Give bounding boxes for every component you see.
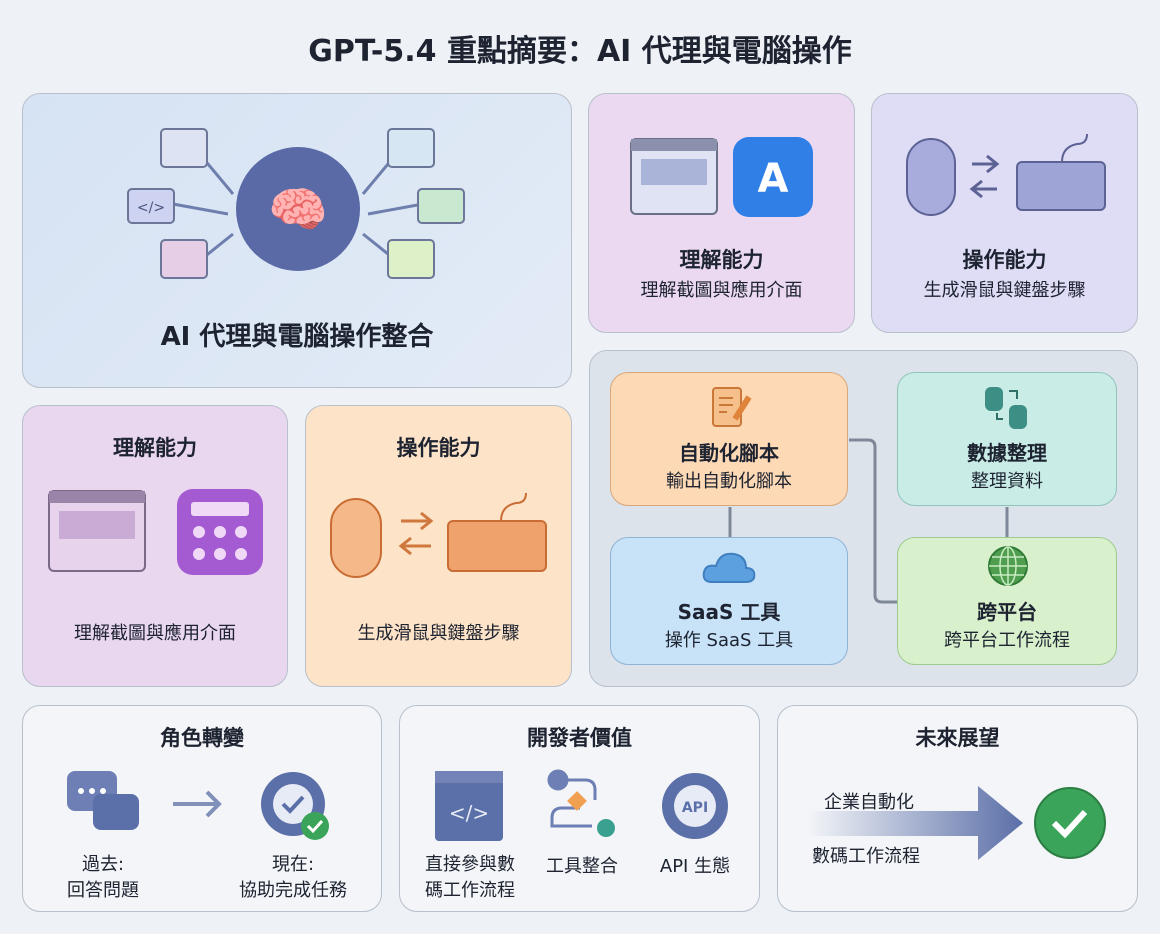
- understand-top-subtitle: 理解截圖與應用介面: [640, 280, 803, 301]
- data-subtitle: 整理資料: [971, 471, 1043, 492]
- role-title: 角色轉變: [160, 726, 244, 750]
- operate-top-title: 操作能力: [962, 248, 1047, 272]
- understand-card-left: 理解能力 理解截圖與應用介面: [22, 405, 288, 687]
- svg-text:</>: </>: [137, 200, 165, 216]
- future-line1: 企業自動化: [824, 792, 914, 813]
- hero-label: AI 代理與電腦操作整合: [160, 322, 434, 352]
- svg-text:A: A: [758, 156, 789, 202]
- understand-left-subtitle: 理解截圖與應用介面: [74, 623, 236, 644]
- future-line2: 數碼工作流程: [812, 846, 920, 867]
- script-subtitle: 輸出自動化腳本: [666, 471, 792, 492]
- role-change-card: 角色轉變 過去: 回答問題 現在: 協助完成任務: [22, 705, 382, 912]
- workflow-icon: [547, 769, 615, 837]
- dev-item3: API 生態: [659, 856, 731, 877]
- role-icons: [67, 771, 329, 840]
- saas-title: SaaS 工具: [677, 600, 781, 624]
- data-title: 數據整理: [967, 441, 1047, 465]
- future-title: 未來展望: [915, 726, 1000, 750]
- hero-card: 🧠 </> AI 代理與電腦操作整合: [22, 93, 572, 388]
- saas-card: SaaS 工具 操作 SaaS 工具: [610, 537, 848, 665]
- understand-top-title: 理解能力: [679, 248, 764, 272]
- cross-platform-card: 跨平台 跨平台工作流程: [897, 537, 1117, 665]
- role-past-text: 回答問題: [67, 880, 139, 901]
- role-now-label: 現在:: [271, 854, 315, 875]
- screen-and-appstore-icon: A: [630, 137, 813, 217]
- role-past-label: 過去:: [81, 854, 125, 875]
- check-circle-icon: [1034, 787, 1106, 859]
- script-pencil-icon: [712, 387, 752, 427]
- database-sync-icon: [985, 387, 1027, 429]
- svg-text:🧠: 🧠: [268, 182, 328, 238]
- understand-left-title: 理解能力: [113, 436, 197, 460]
- screen-and-calculator-icon: [48, 489, 263, 575]
- api-gear-icon: API: [662, 773, 728, 839]
- operate-left-title: 操作能力: [396, 436, 481, 460]
- role-now-text: 協助完成任務: [239, 880, 347, 901]
- gear-check-icon: [261, 772, 329, 840]
- cloud-icon: [702, 552, 756, 583]
- page-title: GPT-5.4 重點摘要：AI 代理與電腦操作: [308, 34, 852, 69]
- cross-title: 跨平台: [977, 600, 1037, 624]
- dev-title: 開發者價值: [527, 726, 632, 750]
- chat-bubbles-icon: [67, 771, 139, 830]
- developer-value-card: 開發者價值 </> API 直接參與數 碼工作流程 工具整合 API 生態: [399, 705, 760, 912]
- script-card: 自動化腳本 輸出自動化腳本: [610, 372, 848, 506]
- future-arrow-icon: [808, 786, 1106, 860]
- operate-left-subtitle: 生成滑鼠與鍵盤步驟: [357, 623, 520, 644]
- operate-card-left: 操作能力 生成滑鼠與鍵盤步驟: [305, 405, 572, 687]
- mouse-keyboard-icon: [906, 134, 1106, 216]
- svg-text:</>: </>: [449, 801, 489, 825]
- operate-top-subtitle: 生成滑鼠與鍵盤步驟: [923, 280, 1086, 301]
- cross-subtitle: 跨平台工作流程: [944, 630, 1070, 651]
- dev-item2: 工具整合: [546, 856, 618, 877]
- operate-card-top: 操作能力 生成滑鼠與鍵盤步驟: [871, 93, 1138, 333]
- connector-lines: [728, 438, 1009, 604]
- understand-card-top: A 理解能力 理解截圖與應用介面: [588, 93, 855, 333]
- dev-item1-line1: 直接參與數: [425, 854, 515, 875]
- saas-subtitle: 操作 SaaS 工具: [664, 630, 794, 651]
- dev-icons: </> API: [435, 769, 728, 841]
- arrow-right-icon: [173, 790, 222, 818]
- dev-item1-line2: 碼工作流程: [425, 880, 515, 901]
- mouse-keyboard-icon-orange: [330, 492, 547, 578]
- future-card: 未來展望 企業自動化 數碼工作流程: [777, 705, 1138, 912]
- brain-network-icon: 🧠 </>: [127, 128, 465, 279]
- svg-text:API: API: [682, 800, 708, 816]
- globe-icon: [988, 546, 1028, 586]
- script-title: 自動化腳本: [679, 441, 779, 465]
- code-window-icon: </>: [435, 771, 503, 841]
- data-card: 數據整理 整理資料: [897, 372, 1117, 506]
